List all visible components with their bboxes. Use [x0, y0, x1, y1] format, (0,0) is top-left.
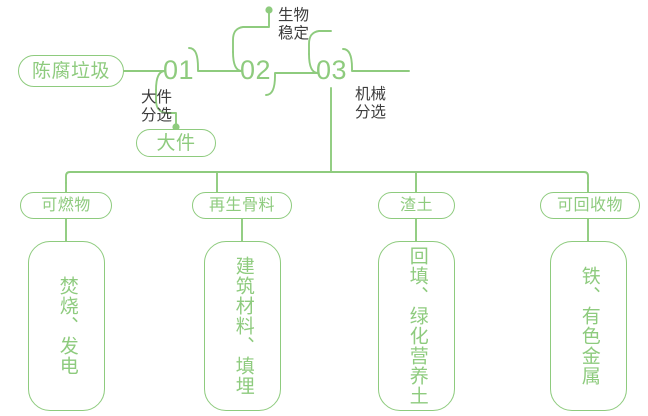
bracket-stage1-right: [188, 47, 243, 72]
output-category-4-label: 可回收物: [556, 196, 623, 214]
stage3-process-label-line2: 分选: [355, 104, 387, 122]
stage-number-02[interactable]: 02: [240, 55, 272, 85]
output-category-2-label: 再生骨料: [208, 196, 275, 214]
output-destination-2[interactable]: 建筑材料、填埋: [204, 241, 281, 411]
byproduct-node-bulky[interactable]: 大件: [136, 129, 216, 157]
distribution-bus: [65, 171, 589, 184]
stage3-process-label-line1: 机械: [355, 86, 387, 103]
output-destination-4-label: 铁、有色金属: [578, 266, 600, 386]
source-node-label: 陈腐垃圾: [31, 60, 110, 82]
output-destination-2-label: 建筑材料、填埋: [232, 256, 254, 396]
stage2-process-label-line2: 稳定: [278, 25, 310, 43]
output-category-3-label: 渣土: [399, 196, 433, 214]
output-category-3[interactable]: 渣土: [378, 192, 455, 219]
byproduct-node-bulky-label: 大件: [156, 132, 196, 154]
stage2-process-label-line1: 生物: [278, 7, 310, 24]
output-destination-3-label: 回填、绿化营养土: [406, 246, 428, 406]
output-category-4[interactable]: 可回收物: [540, 192, 640, 219]
source-node[interactable]: 陈腐垃圾: [18, 55, 124, 87]
wire-stage2-biostable: [232, 9, 270, 53]
stage1-process-label: 大件 分选: [126, 89, 172, 126]
dot-biostable: [265, 6, 273, 14]
stage1-process-label-line2: 分选: [140, 107, 172, 125]
wire-stage3-tail: [342, 48, 410, 72]
stage-number-01[interactable]: 01: [163, 55, 195, 85]
stage1-process-label-line1: 大件: [140, 89, 172, 106]
output-category-1[interactable]: 可燃物: [20, 192, 112, 219]
output-destination-1[interactable]: 焚烧、发电: [28, 241, 105, 411]
stage3-process-label: 机械 分选: [355, 86, 401, 123]
stage-number-03[interactable]: 03: [316, 55, 348, 85]
output-destination-4[interactable]: 铁、有色金属: [550, 241, 627, 411]
output-destination-1-label: 焚烧、发电: [56, 276, 78, 376]
stage2-process-label: 生物 稳定: [278, 7, 324, 44]
output-category-2[interactable]: 再生骨料: [192, 192, 292, 219]
bracket-stage2-right: [265, 72, 319, 96]
output-destination-3[interactable]: 回填、绿化营养土: [378, 241, 455, 411]
output-category-1-label: 可燃物: [41, 196, 91, 214]
